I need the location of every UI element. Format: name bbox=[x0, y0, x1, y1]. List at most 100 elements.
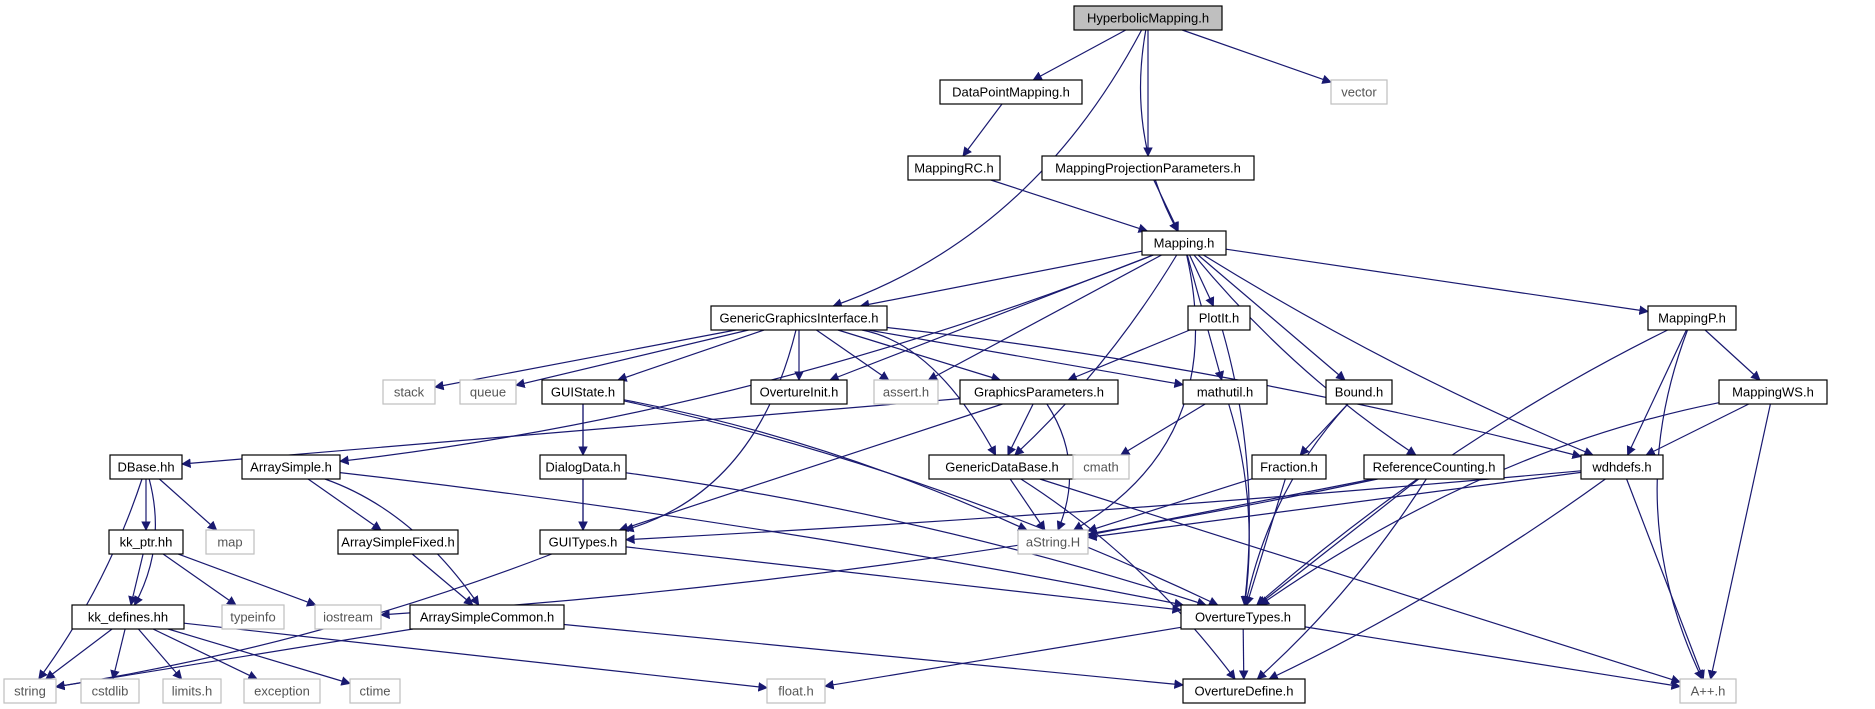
edge-kkdef-to-exception bbox=[152, 628, 258, 680]
node-label: exception bbox=[254, 683, 310, 698]
node-mappingp[interactable]: MappingP.h bbox=[1647, 305, 1737, 331]
edge-mws-to-wdhdefs bbox=[1645, 403, 1750, 456]
edge-ovtypes-to-ovdefine bbox=[1238, 628, 1249, 680]
node-ctime: ctime bbox=[349, 678, 401, 704]
edge-guistate-to-ovtypes bbox=[623, 400, 1219, 606]
edge-ovtypes-to-app bbox=[1304, 626, 1681, 690]
node-asc[interactable]: ArraySimpleCommon.h bbox=[409, 604, 565, 630]
node-box bbox=[928, 454, 1076, 480]
edge-gp-to-guitypes bbox=[618, 403, 1003, 532]
edge-hyperbolic-to-ggi bbox=[832, 29, 1143, 308]
node-box bbox=[80, 678, 140, 704]
edge-ggi-to-wdhdefs bbox=[886, 326, 1582, 460]
node-queue: queue bbox=[459, 379, 517, 405]
node-ovtypes[interactable]: OvertureTypes.h bbox=[1180, 604, 1306, 630]
edge-refcount-to-ovtypes bbox=[1257, 478, 1420, 606]
edge-wdhdefs-to-app bbox=[1626, 478, 1705, 680]
node-arraysimple[interactable]: ArraySimple.h bbox=[241, 454, 341, 480]
edge-mapping-to-gdb bbox=[1014, 254, 1178, 456]
edge-asf-to-asc bbox=[411, 553, 474, 606]
node-vector: vector bbox=[1330, 79, 1388, 105]
node-label: assert.h bbox=[883, 384, 929, 399]
edge-wdhdefs-to-ovdefine bbox=[1268, 478, 1606, 680]
node-dbase[interactable]: DBase.hh bbox=[109, 454, 183, 480]
node-label: stack bbox=[394, 384, 425, 399]
node-label: cmath bbox=[1083, 459, 1118, 474]
node-label: Fraction.h bbox=[1260, 459, 1318, 474]
node-mapping[interactable]: Mapping.h bbox=[1141, 230, 1227, 256]
node-guitypes[interactable]: GUITypes.h bbox=[539, 529, 627, 555]
edge-mapping-to-ovinit bbox=[829, 254, 1154, 382]
edge-hyperbolic-to-dpm bbox=[1032, 29, 1127, 81]
node-map: map bbox=[205, 529, 255, 555]
node-mathutil[interactable]: mathutil.h bbox=[1182, 379, 1268, 405]
node-guistate[interactable]: GUIState.h bbox=[541, 379, 625, 405]
edge-kkdef-to-ctime bbox=[167, 628, 351, 686]
edge-ggi-to-gdb bbox=[861, 329, 997, 456]
edge-hyperbolic-to-vector bbox=[1182, 29, 1332, 84]
edge-fraction-to-ovtypes bbox=[1244, 478, 1286, 606]
node-label: kk_ptr.hh bbox=[120, 534, 173, 549]
edge-mappingp-to-mws bbox=[1704, 329, 1761, 381]
node-box bbox=[1187, 305, 1251, 331]
node-ggi[interactable]: GenericGraphicsInterface.h bbox=[710, 305, 888, 331]
node-hyperbolic[interactable]: HyperbolicMapping.h bbox=[1073, 5, 1223, 31]
edge-dbase-to-map bbox=[159, 478, 218, 531]
node-box bbox=[539, 454, 627, 480]
node-box bbox=[241, 454, 341, 480]
edge-mws-to-app bbox=[1707, 403, 1771, 680]
node-label: DBase.hh bbox=[117, 459, 174, 474]
node-label: GenericDataBase.h bbox=[945, 459, 1058, 474]
node-dialogdata[interactable]: DialogData.h bbox=[539, 454, 627, 480]
edge-ggi-to-guistate bbox=[617, 329, 765, 382]
node-box bbox=[349, 678, 401, 704]
edge-mappingp-to-wdhdefs bbox=[1626, 329, 1687, 456]
node-wdhdefs[interactable]: wdhdefs.h bbox=[1580, 454, 1664, 480]
node-asf[interactable]: ArraySimpleFixed.h bbox=[337, 529, 459, 555]
node-box bbox=[1647, 305, 1737, 331]
node-label: vector bbox=[1341, 84, 1377, 99]
edge-refcount-to-iostream bbox=[380, 478, 1378, 620]
node-fraction[interactable]: Fraction.h bbox=[1251, 454, 1327, 480]
edge-wdhdefs-to-astring bbox=[1087, 471, 1582, 542]
node-box bbox=[314, 604, 382, 630]
edge-kkptr-to-typeinfo bbox=[162, 553, 237, 606]
node-assert: assert.h bbox=[873, 379, 939, 405]
node-plotit[interactable]: PlotIt.h bbox=[1187, 305, 1251, 331]
edge-hyperbolic-to-mapping bbox=[1139, 29, 1179, 232]
node-gdb[interactable]: GenericDataBase.h bbox=[928, 454, 1076, 480]
node-bound[interactable]: Bound.h bbox=[1325, 379, 1393, 405]
node-label: DialogData.h bbox=[545, 459, 620, 474]
node-cmath: cmath bbox=[1072, 454, 1130, 480]
edge-kkdef-to-string bbox=[45, 628, 113, 680]
node-label: ArraySimpleCommon.h bbox=[420, 609, 554, 624]
node-label: A++.h bbox=[1691, 683, 1726, 698]
node-mrc[interactable]: MappingRC.h bbox=[907, 155, 1001, 181]
node-ovdefine[interactable]: OvertureDefine.h bbox=[1182, 678, 1306, 704]
node-refcount[interactable]: ReferenceCounting.h bbox=[1363, 454, 1505, 480]
node-label: iostream bbox=[323, 609, 373, 624]
node-mpp[interactable]: MappingProjectionParameters.h bbox=[1041, 155, 1255, 181]
edge-mapping-to-wdhdefs bbox=[1203, 254, 1594, 457]
node-box bbox=[205, 529, 255, 555]
node-typeinfo: typeinfo bbox=[221, 604, 285, 630]
node-dpm[interactable]: DataPointMapping.h bbox=[939, 79, 1083, 105]
node-box bbox=[1718, 379, 1828, 405]
edge-gdb-to-ovdefine bbox=[1020, 478, 1236, 680]
edge-plotit-to-gp bbox=[1067, 329, 1191, 382]
node-box bbox=[1141, 230, 1227, 256]
node-gp[interactable]: GraphicsParameters.h bbox=[959, 379, 1119, 405]
node-box bbox=[409, 604, 565, 630]
node-mws[interactable]: MappingWS.h bbox=[1718, 379, 1828, 405]
node-astring: aString.H bbox=[1017, 529, 1089, 555]
edge-wdhdefs-to-guitypes bbox=[625, 470, 1582, 545]
edge-ggi-to-mathutil bbox=[867, 329, 1184, 388]
node-kkdef[interactable]: kk_defines.hh bbox=[71, 604, 185, 630]
node-box bbox=[1073, 5, 1223, 31]
node-box bbox=[1072, 454, 1130, 480]
node-box bbox=[873, 379, 939, 405]
node-label: queue bbox=[470, 384, 506, 399]
node-ovinit[interactable]: OvertureInit.h bbox=[750, 379, 848, 405]
node-kkptr[interactable]: kk_ptr.hh bbox=[108, 529, 184, 555]
